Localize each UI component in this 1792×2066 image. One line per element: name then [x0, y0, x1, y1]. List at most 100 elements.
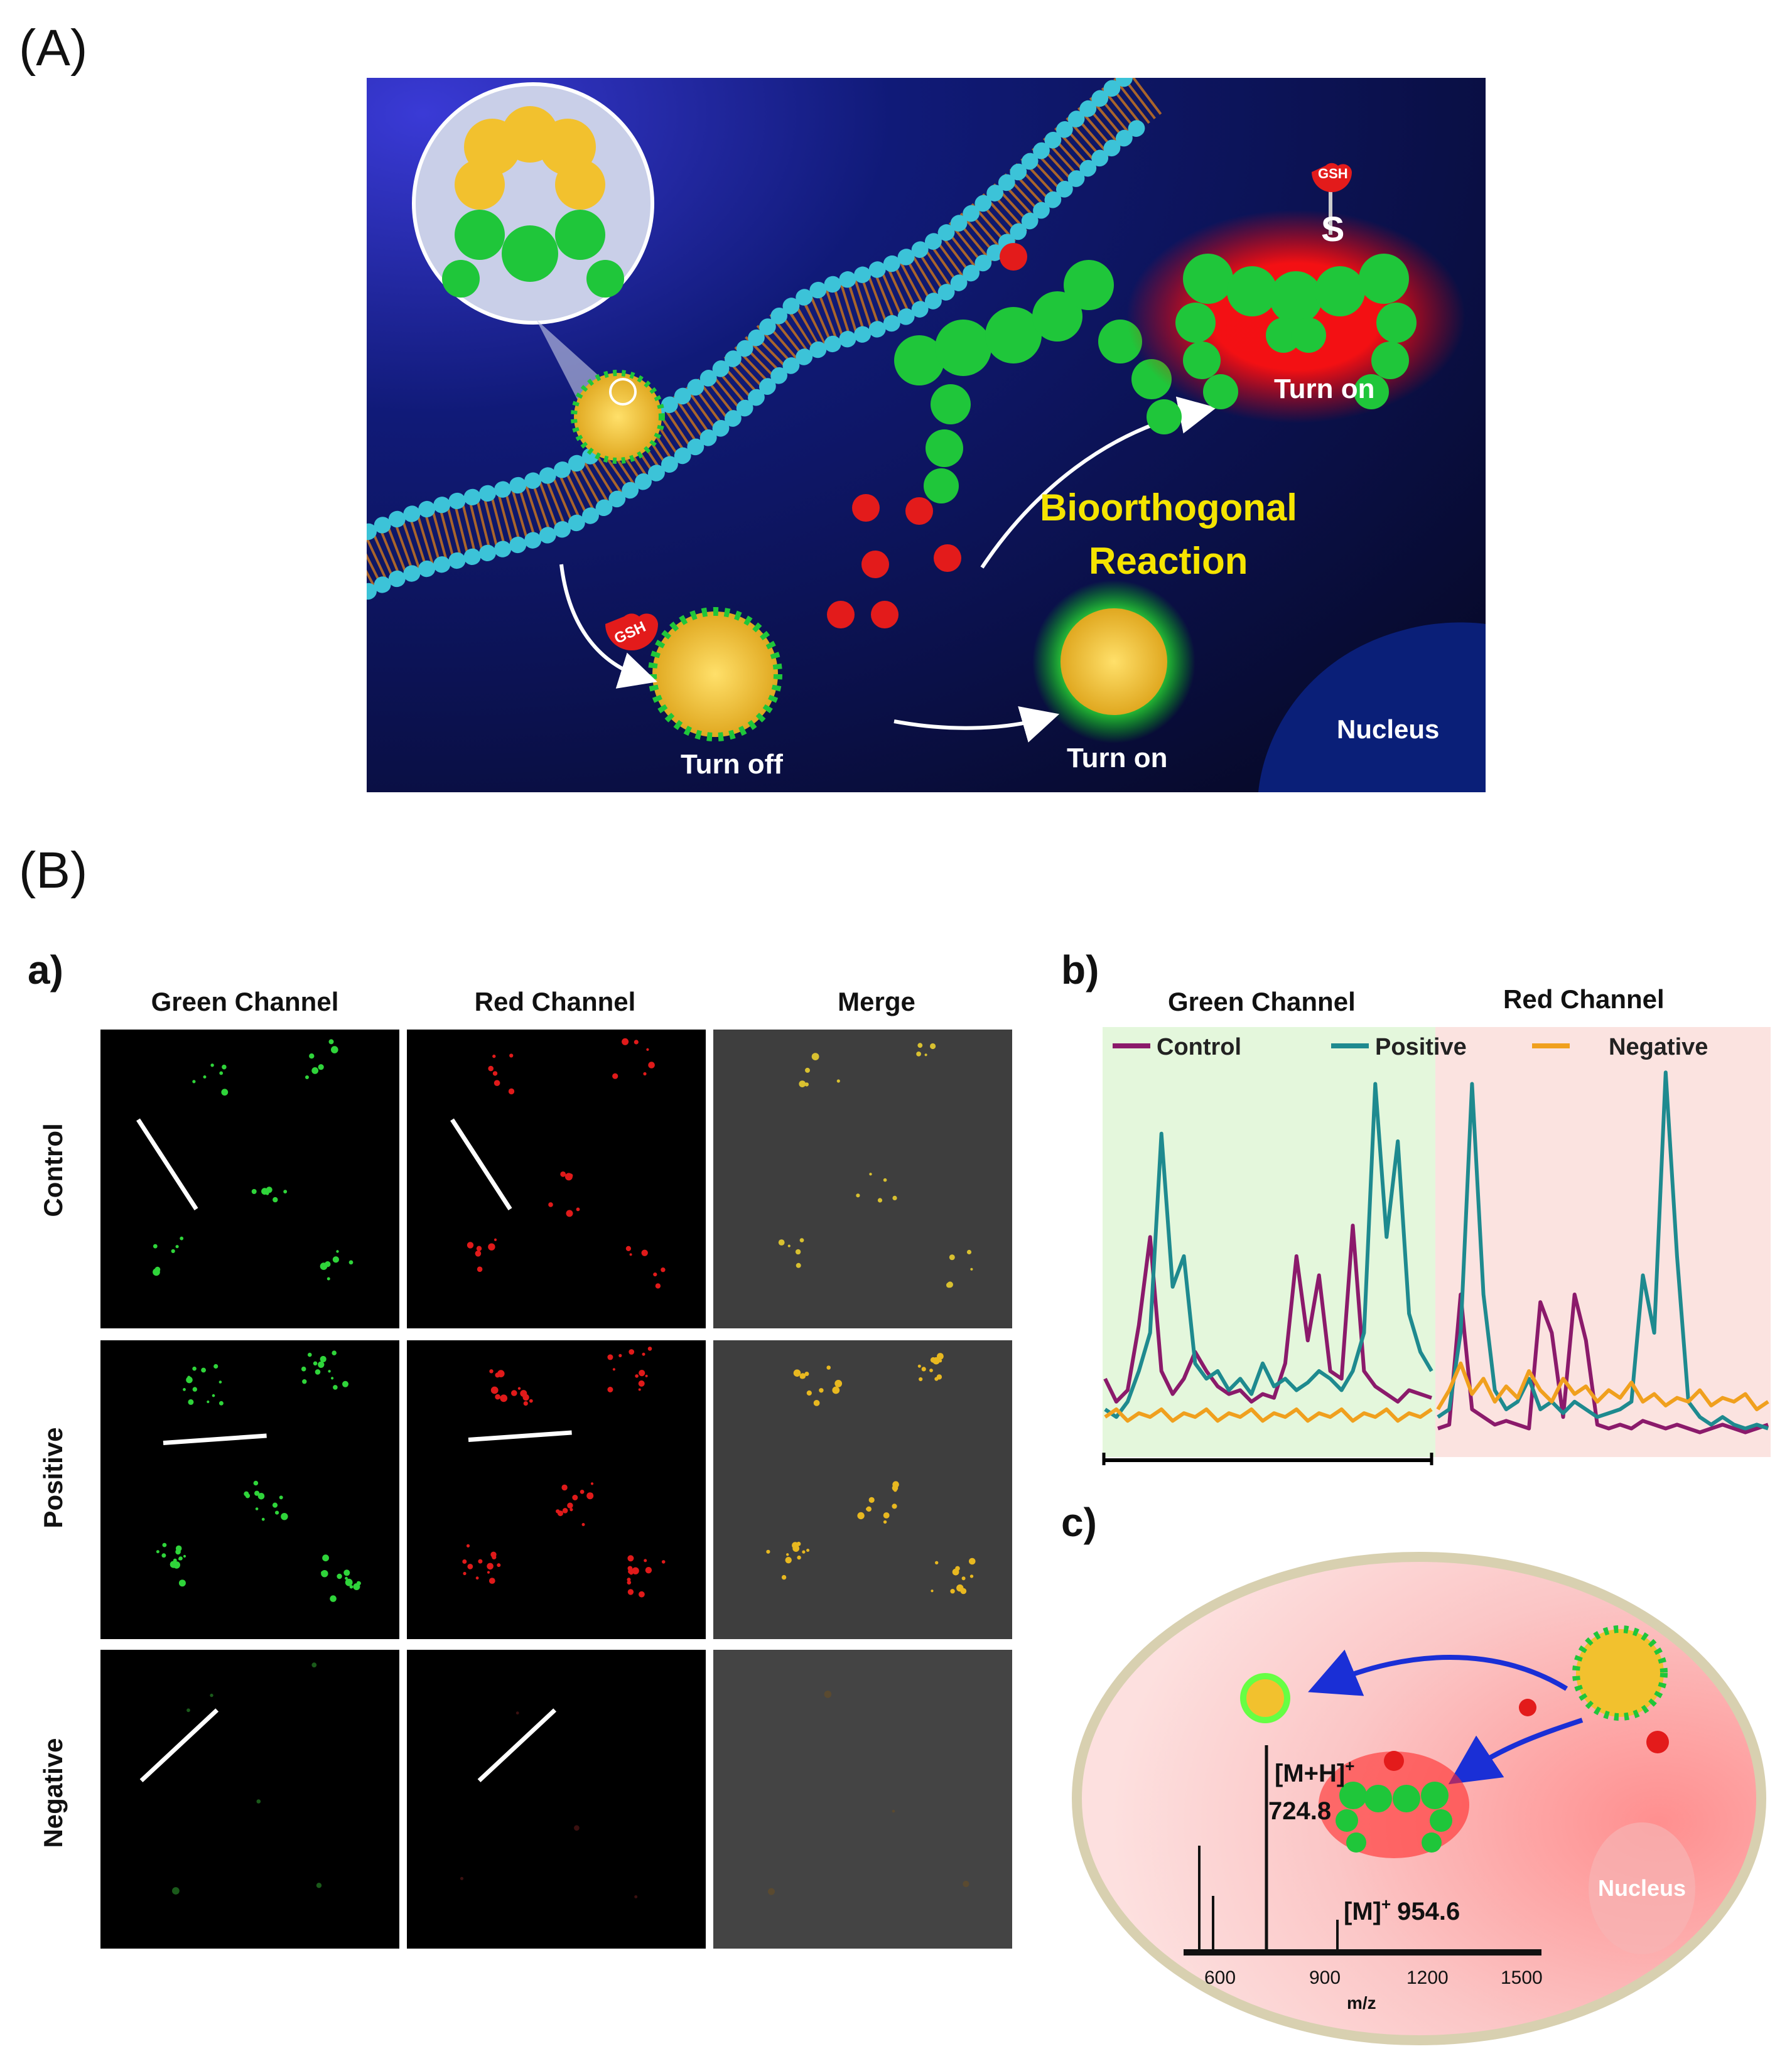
col-head-red: Red Channel	[474, 987, 636, 1016]
fluorescent-punctum	[950, 1589, 955, 1594]
col-head-green: Green Channel	[151, 987, 339, 1016]
row-head-positive: Positive	[38, 1427, 68, 1529]
fluorescent-punctum	[487, 1571, 490, 1574]
fluorescent-punctum	[638, 1388, 641, 1391]
fluorescent-punctum	[162, 1542, 167, 1547]
fluorescent-punctum	[327, 1277, 330, 1281]
fluorescent-punctum	[868, 1497, 875, 1503]
magnified-inset	[412, 82, 654, 429]
fluorescent-punctum	[804, 1082, 809, 1087]
fluorescent-punctum	[856, 1193, 860, 1198]
fluorescent-punctum	[203, 1075, 207, 1079]
fluorescent-punctum	[490, 1551, 497, 1558]
fluorescent-punctum	[275, 1510, 279, 1515]
fluorescent-punctum	[836, 1079, 840, 1083]
fluorescent-punctum	[244, 1491, 249, 1497]
row-head-control: Control	[38, 1123, 68, 1217]
fluorescent-punctum	[523, 1401, 528, 1406]
fluorescent-punctum	[929, 1369, 933, 1372]
fluorescent-punctum	[281, 1513, 288, 1520]
fluorescent-punctum	[495, 1372, 500, 1378]
image-positive-green	[100, 1340, 399, 1639]
panel-b-label: (B)	[19, 842, 88, 899]
fluorescent-punctum	[634, 1895, 638, 1898]
gsh-c-2	[1519, 1699, 1536, 1716]
peak2-label: [M]+954.6	[1344, 1895, 1460, 1925]
fluorescent-punctum	[970, 1267, 973, 1271]
fluorescence-puncta	[153, 1038, 976, 1898]
cell-mass-spec-illustration: Nucleus [M+H]+ 724.8 [M]+954.6 600 900 1…	[1072, 1552, 1766, 2045]
reaction-line2: Reaction	[1089, 540, 1248, 582]
fluorescent-punctum	[219, 1071, 224, 1075]
nanoparticle-turn-on	[1032, 580, 1196, 743]
fluorescent-punctum	[192, 1366, 197, 1371]
fluorescent-punctum	[320, 1355, 327, 1363]
fluorescent-punctum	[489, 1369, 494, 1374]
fluorescent-punctum	[201, 1367, 206, 1373]
fluorescent-punctum	[251, 1189, 257, 1194]
gsh-molecule: GSH	[605, 613, 658, 650]
aromatic-cage	[455, 106, 605, 210]
fluorescent-punctum	[799, 1080, 806, 1087]
fluorescent-punctum	[494, 1238, 497, 1241]
fluorescent-punctum	[642, 1352, 645, 1356]
fluorescent-punctum	[627, 1589, 634, 1595]
profile-line-red-channel-control	[1437, 1293, 1769, 1434]
fluorescent-punctum	[883, 1512, 890, 1519]
fluorescent-punctum	[487, 1563, 494, 1570]
fluorescent-punctum	[800, 1373, 806, 1379]
fluorescent-punctum	[343, 1569, 350, 1576]
fluorescent-punctum	[963, 1880, 969, 1888]
fluorescent-punctum	[322, 1554, 329, 1562]
profile-line-green-channel-negative	[1104, 1407, 1433, 1423]
fluorescent-punctum	[328, 1039, 334, 1045]
fluorescent-punctum	[210, 1063, 214, 1067]
nanoparticle-turn-off	[648, 607, 782, 741]
probe-molecule-turn-on: GSH S	[1126, 163, 1465, 423]
fluorescent-punctum	[572, 1495, 578, 1500]
peak1-value: 724.8	[1268, 1797, 1331, 1825]
fluorescent-punctum	[308, 1352, 312, 1357]
fluorescent-punctum	[331, 1377, 334, 1380]
gsh-intermediate	[1000, 243, 1027, 271]
fluorescent-punctum	[222, 1064, 227, 1070]
fluorescent-punctum	[866, 1507, 870, 1511]
fluorescent-punctum	[622, 1038, 629, 1045]
fluorescent-punctum	[634, 1040, 639, 1045]
fluorescent-punctum	[529, 1399, 533, 1403]
fluorescent-punctum	[949, 1254, 955, 1261]
fluorescent-punctum	[580, 1490, 585, 1494]
fluorescent-punctum	[590, 1492, 593, 1496]
fluorescent-punctum	[321, 1571, 324, 1574]
fluorescent-punctum	[924, 1053, 927, 1057]
fluorescent-punctum	[517, 1387, 521, 1390]
fluorescent-punctum	[490, 1386, 499, 1394]
fluorescent-punctum	[639, 1370, 645, 1377]
fluorescent-punctum	[186, 1708, 190, 1713]
subpanel-a-label: a)	[28, 947, 63, 993]
fluorescent-punctum	[508, 1088, 515, 1095]
fluorescent-punctum	[279, 1495, 283, 1500]
fluorescent-punctum	[492, 1054, 496, 1058]
fluorescent-punctum	[153, 1244, 158, 1249]
fluorescent-punctum	[834, 1380, 843, 1387]
subpanel-c-label: c)	[1061, 1500, 1097, 1545]
fluorescent-punctum	[581, 1523, 585, 1526]
nucleus-c-label: Nucleus	[1598, 1875, 1686, 1901]
image-negative-merge	[713, 1650, 1012, 1949]
ms-tick-900: 900	[1309, 1967, 1341, 1988]
fluorescent-punctum	[786, 1553, 789, 1556]
fluorescent-punctum	[467, 1242, 474, 1249]
subpanel-b-label: b)	[1061, 947, 1099, 993]
fluorescent-punctum	[811, 1053, 819, 1060]
fluorescent-punctum	[778, 1239, 785, 1246]
fluorescent-punctum	[500, 1394, 508, 1402]
ms-tick-1500: 1500	[1501, 1967, 1543, 1988]
fluorescent-punctum	[460, 1876, 464, 1880]
fluorescent-punctum	[931, 1590, 934, 1593]
fluorescent-punctum	[561, 1484, 568, 1491]
fluorescent-punctum	[305, 1075, 309, 1079]
fluorescent-punctum	[574, 1825, 580, 1831]
fluorescent-punctum	[311, 1662, 317, 1668]
fluorescent-punctum	[796, 1262, 801, 1268]
